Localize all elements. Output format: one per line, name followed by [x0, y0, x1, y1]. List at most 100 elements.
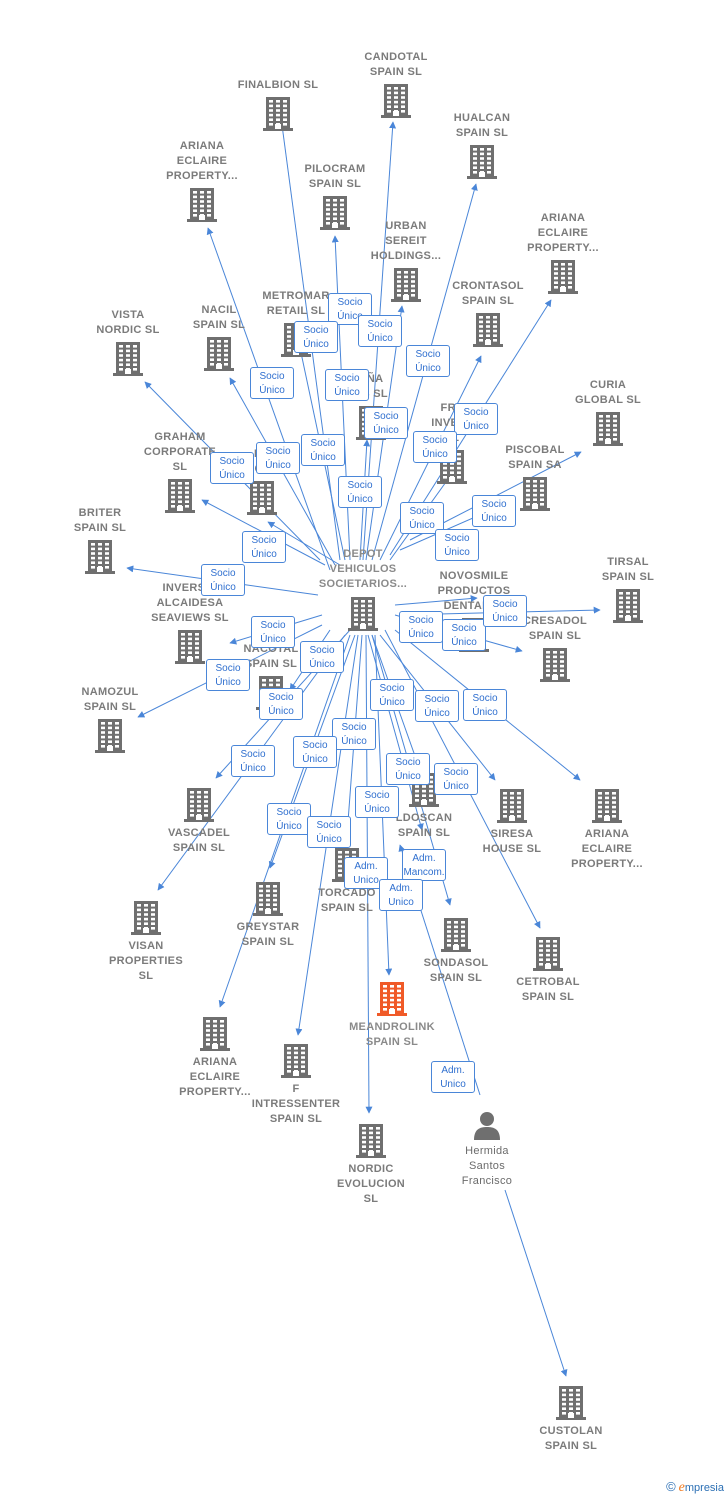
edge-3 [206, 227, 331, 571]
company-node-vascadel[interactable]: VASCADEL SPAIN SL [139, 788, 259, 856]
company-node-ariana3[interactable]: ARIANA ECLAIRE PROPERTY... [547, 789, 667, 872]
company-label: TORCADO SPAIN SL [318, 887, 376, 914]
company-node-urban[interactable]: URBAN SEREIT HOLDINGS... [346, 219, 466, 302]
company-node-piscobal[interactable]: PISCOBAL SPAIN SA [475, 443, 595, 511]
badge-line-1: Socio [259, 371, 285, 382]
badge-line-2: Único [259, 385, 285, 396]
company-node-nacil[interactable]: NACIL SPAIN SL [159, 303, 279, 371]
building-icon [165, 479, 195, 513]
building-icon [204, 337, 234, 371]
badge-line-1: Socio [316, 820, 342, 831]
company-node-sondasol[interactable]: SONDASOL SPAIN SL [396, 918, 516, 986]
company-label: URBAN SEREIT HOLDINGS... [370, 220, 442, 262]
relation-badge[interactable]: Adm.Unico [379, 879, 423, 911]
company-node-siresa[interactable]: SIRESA HOUSE SL [452, 789, 572, 857]
company-node-curia[interactable]: CURIA GLOBAL SL [548, 378, 668, 446]
person-node-hermida[interactable]: Hermida Santos Francisco [427, 1110, 547, 1189]
company-node-cresadol[interactable]: CRESADOL SPAIN SL [495, 614, 615, 682]
badge-line-2: Único [268, 706, 294, 717]
company-label: VISAN PROPERTIES SL [109, 940, 183, 982]
company-node-intressenter[interactable]: F INTRESSENTER SPAIN SL [236, 1044, 356, 1127]
company-node-custolan[interactable]: CUSTOLAN SPAIN SL [511, 1386, 631, 1454]
building-icon [556, 1386, 586, 1420]
badge-line-2: Único [492, 613, 518, 624]
company-node-namozul[interactable]: NAMOZUL SPAIN SL [50, 685, 170, 753]
company-node-ariana4[interactable]: ARIANA ECLAIRE PROPERTY... [155, 1017, 275, 1100]
relation-badge[interactable]: Adm.Unico [431, 1061, 475, 1093]
badge-line-2: Único [309, 659, 335, 670]
company-label: FINALBION SL [237, 79, 319, 91]
company-label: SONDASOL SPAIN SL [423, 957, 489, 984]
company-node-graham[interactable]: GRAHAM CORPORATE SL [120, 430, 240, 513]
badge-line-1: Socio [463, 407, 489, 418]
highlight-node-meandrolink[interactable]: MEANDROLINK SPAIN SL [332, 982, 452, 1050]
building-icon [200, 1017, 230, 1051]
company-node-finalbion[interactable]: FINALBION SL [218, 78, 338, 131]
company-node-vista[interactable]: VISTA NORDIC SL [68, 308, 188, 376]
hub-node-depot-vehiculos[interactable]: DEPOT VEHICULOS SOCIETARIOS... [303, 547, 423, 631]
company-node-hualcan[interactable]: HUALCAN SPAIN SL [422, 111, 542, 179]
company-node-tirsal[interactable]: TIRSAL SPAIN SL [568, 555, 688, 623]
badge-line-1: Socio [443, 767, 469, 778]
badge-line-2: Único [444, 547, 470, 558]
company-node-cetrobal[interactable]: CETROBAL SPAIN SL [488, 937, 608, 1005]
badge-line-2: Único [334, 387, 360, 398]
badge-line-1: Socio [409, 506, 435, 517]
company-node-nordic[interactable]: NORDIC EVOLUCION SL [311, 1124, 431, 1207]
company-label: VISTA NORDIC SL [96, 309, 160, 336]
badge-line-2: Unico [353, 875, 379, 886]
company-node-pilocram[interactable]: PILOCRAM SPAIN SL [275, 162, 395, 230]
building-icon [497, 789, 527, 823]
company-node-visan[interactable]: VISAN PROPERTIES SL [86, 901, 206, 984]
building-icon [320, 196, 350, 230]
company-node-greystar[interactable]: GREYSTAR SPAIN SL [208, 882, 328, 950]
company-node-briter[interactable]: BRITER SPAIN SL [40, 506, 160, 574]
company-node-crontasol[interactable]: CRONTASOL SPAIN SL [428, 279, 548, 347]
badge-line-2: Único [364, 804, 390, 815]
company-node-ariana1[interactable]: ARIANA ECLAIRE PROPERTY... [142, 139, 262, 222]
company-node-candotal[interactable]: CANDOTAL SPAIN SL [336, 50, 456, 118]
badge-line-2: Único [215, 677, 241, 688]
relation-badge[interactable]: Adm.Mancom. [402, 849, 446, 881]
badge-line-1: Socio [347, 480, 373, 491]
company-node-ariana2[interactable]: ARIANA ECLAIRE PROPERTY... [503, 211, 623, 294]
building-icon [113, 342, 143, 376]
building-icon [441, 918, 471, 952]
